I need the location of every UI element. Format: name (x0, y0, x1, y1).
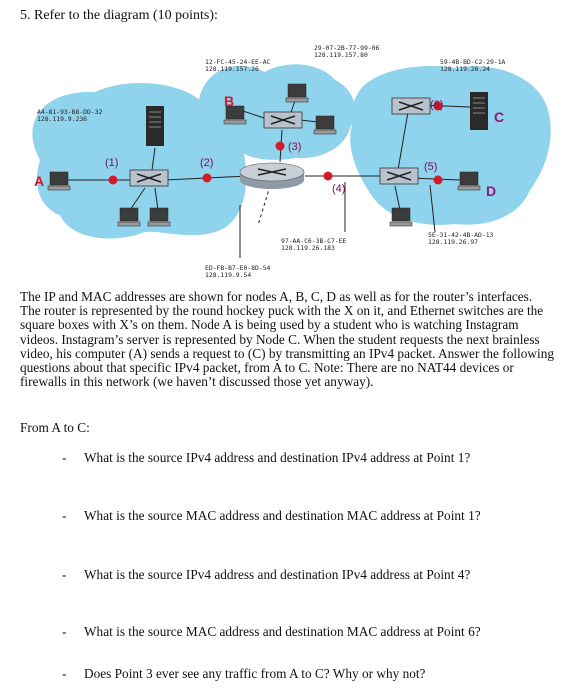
subquestion-text: What is the source IPv4 address and dest… (84, 567, 471, 582)
point-2-label: (2) (200, 157, 213, 169)
router-right-mac: 97-AA-C6-3B-C7-EE (281, 237, 347, 245)
bullet-dash: - (62, 450, 67, 465)
point-5-dot (433, 175, 443, 185)
server-left (146, 106, 164, 146)
left-subnet-cloud (32, 82, 247, 239)
point-6-dot (433, 101, 443, 111)
node-d-letter: D (486, 183, 496, 199)
point-1-dot (108, 175, 118, 185)
computer-bottom-left-1 (117, 207, 141, 227)
switch-right-bottom (379, 167, 419, 185)
bullet-dash: - (62, 567, 67, 582)
router-right-ip: 128.119.26.183 (281, 244, 335, 252)
computer-a (47, 171, 71, 191)
subquestion-text: What is the source IPv4 address and dest… (84, 450, 471, 465)
bullet-dash: - (62, 508, 67, 523)
point-1-label: (1) (105, 157, 118, 169)
right-subnet-cloud (350, 66, 551, 225)
bullet-dash: - (62, 666, 67, 681)
computer-bottom-left-2 (147, 207, 171, 227)
point-4-label: (4) (332, 183, 345, 195)
node-d-mac: 5E-31-42-4B-AD-13 (428, 231, 494, 239)
subquestion-5: - Does Point 3 ever see any traffic from … (62, 666, 425, 682)
switch-top (263, 111, 303, 129)
point-3-dot (275, 141, 285, 151)
computer-bottom-right (389, 207, 413, 227)
router-top-mac: 29-07-2B-77-99-06 (314, 44, 380, 52)
node-b-ip: 128.119.157.26 (205, 65, 259, 73)
router-left-mac: ED-FB-B7-E0-8D-54 (205, 264, 271, 272)
node-b-letter: B (224, 93, 234, 109)
node-a-letter: A (34, 173, 44, 189)
point-3-label: (3) (288, 141, 301, 153)
subquestion-text: Does Point 3 ever see any traffic from A… (84, 666, 426, 681)
bullet-dash: - (62, 624, 67, 639)
router (239, 162, 305, 189)
computer-top-right (285, 83, 309, 103)
server-c (470, 92, 488, 130)
node-d-ip: 128.119.26.97 (428, 238, 478, 246)
switch-right-top (391, 97, 431, 115)
subquestion-text: What is the source MAC address and desti… (84, 508, 481, 523)
router-left-ip: 128.119.9.54 (205, 271, 251, 279)
node-c-ip: 128.119.26.24 (440, 65, 490, 73)
subquestion-text: What is the source MAC address and desti… (84, 624, 481, 639)
node-b-mac: 12-FC-45-24-EE-AC (205, 58, 271, 66)
node-a-mac: A4-81-93-B8-DD-32 (37, 108, 103, 116)
computer-d (457, 171, 481, 191)
from-label: From A to C: (20, 420, 90, 435)
question-heading: 5. Refer to the diagram (10 points): (20, 8, 218, 23)
point-2-dot (202, 173, 212, 183)
point-5-label: (5) (424, 161, 437, 173)
point-4-dot (323, 171, 333, 181)
node-a-ip: 128.119.9.236 (37, 115, 87, 123)
node-c-letter: C (494, 109, 504, 125)
switch-left (129, 169, 169, 187)
network-diagram: (1) (2) (3) (4) (5) (6) A B C D 12-FC-45… (32, 44, 551, 279)
node-c-mac: 59-4B-BD-C2-29-1A (440, 58, 506, 66)
subquestion-3: - What is the source IPv4 address and des… (62, 567, 470, 583)
subquestion-2: - What is the source MAC address and dest… (62, 508, 481, 524)
computer-b (223, 105, 247, 125)
router-top-ip: 128.119.157.80 (314, 51, 368, 59)
subquestion-1: - What is the source IPv4 address and des… (62, 450, 470, 466)
question-paragraph: The IP and MAC addresses are shown for n… (20, 289, 554, 390)
subquestion-4: - What is the source MAC address and dest… (62, 624, 481, 640)
point-6-label: (6) (430, 99, 443, 111)
computer-top-far-right (313, 115, 337, 135)
